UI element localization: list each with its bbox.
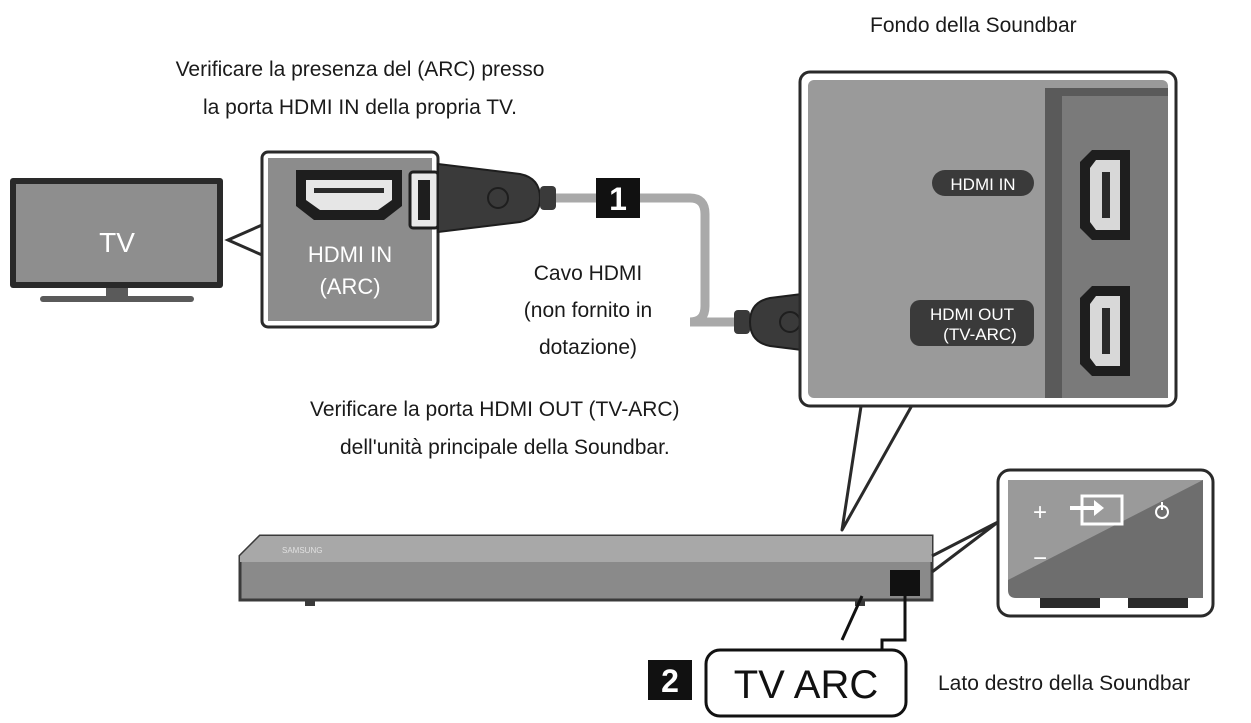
soundbar-side-caption: Lato destro della Soundbar (938, 672, 1191, 695)
soundbar-hdmi-in-label: HDMI IN (950, 175, 1015, 194)
source-icon (1070, 494, 1124, 526)
out-check-caption-2: dell'unità principale della Soundbar. (340, 436, 670, 459)
cable-caption-3: dotazione) (538, 336, 638, 359)
volume-minus-label: − (1033, 545, 1047, 572)
step-1-badge: 1 (596, 178, 640, 218)
soundbar-bottom-callout: HDMI IN HDMI OUT (TV-ARC) (798, 70, 1178, 532)
cable-caption-2: (non fornito in (523, 299, 653, 322)
volume-plus-label: + (1033, 499, 1047, 526)
tv-illustration: TV (10, 178, 223, 302)
tv-label: TV (99, 227, 135, 258)
tv-port-label-2: (ARC) (319, 274, 380, 299)
step-2-number: 2 (661, 663, 679, 699)
arc-check-caption-1: Verificare la presenza del (ARC) presso (175, 58, 545, 81)
power-icon (1155, 502, 1169, 519)
soundbar-illustration: SAMSUNG (238, 534, 934, 660)
step-1-number: 1 (609, 181, 627, 217)
soundbar-brand: SAMSUNG (282, 546, 322, 555)
hdmi-port-icon (296, 170, 402, 220)
tv-port-label-1: HDMI IN (308, 242, 392, 267)
hdmi-connector-icon (408, 162, 556, 234)
tv-hdmi-callout: HDMI IN (ARC) (224, 150, 440, 329)
soundbar-hdmi-out-label-1: HDMI OUT (930, 305, 1014, 324)
arc-check-caption-2: la porta HDMI IN della propria TV. (203, 96, 517, 119)
soundbar-hdmi-out-label-2: (TV-ARC) (943, 325, 1017, 344)
soundbar-side-callout: + − (931, 468, 1215, 618)
hdmi-port-icon (1080, 150, 1130, 240)
tv-arc-display: TV ARC (704, 648, 908, 718)
out-check-caption-1: Verificare la porta HDMI OUT (TV-ARC) (310, 398, 680, 421)
step-2-badge: 2 (648, 660, 692, 700)
soundbar-bottom-caption: Fondo della Soundbar (870, 14, 1077, 37)
cable-caption-1: Cavo HDMI (533, 262, 643, 285)
hdmi-port-icon (1080, 286, 1130, 376)
tv-arc-label: TV ARC (734, 663, 878, 707)
